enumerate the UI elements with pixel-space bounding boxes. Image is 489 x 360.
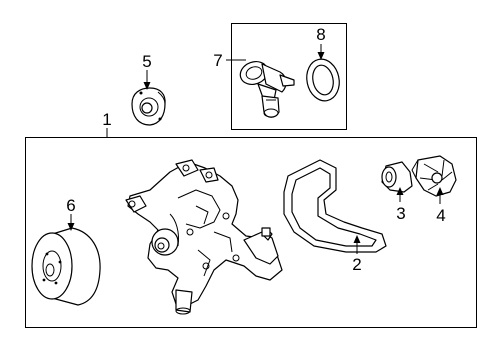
callout-5: 5 xyxy=(142,52,151,71)
callout-2: 2 xyxy=(352,255,361,274)
part-5-cover xyxy=(131,87,166,126)
part-7-thermostat xyxy=(239,61,295,118)
arrowhead-8 xyxy=(317,52,325,60)
part-4-impeller xyxy=(411,155,457,197)
leader-lines xyxy=(67,44,444,254)
part-6-pulley xyxy=(31,227,101,306)
part-8-seal xyxy=(306,58,340,102)
water-pump-body xyxy=(125,159,283,315)
callout-3: 3 xyxy=(396,204,405,223)
callout-1: 1 xyxy=(102,110,111,129)
inset-frame xyxy=(231,23,347,130)
arrowhead-3 xyxy=(396,187,404,195)
arrowhead-2 xyxy=(353,235,361,243)
callout-8: 8 xyxy=(316,25,325,44)
callout-7: 7 xyxy=(213,51,222,70)
callout-6: 6 xyxy=(66,196,75,215)
arrowhead-6 xyxy=(67,223,75,231)
part-3-sensor xyxy=(381,161,413,193)
callout-4: 4 xyxy=(436,206,445,225)
arrowhead-5 xyxy=(143,82,151,90)
main-assembly-frame xyxy=(25,137,477,328)
arrowhead-4 xyxy=(436,187,444,195)
part-2-gasket xyxy=(283,159,387,253)
